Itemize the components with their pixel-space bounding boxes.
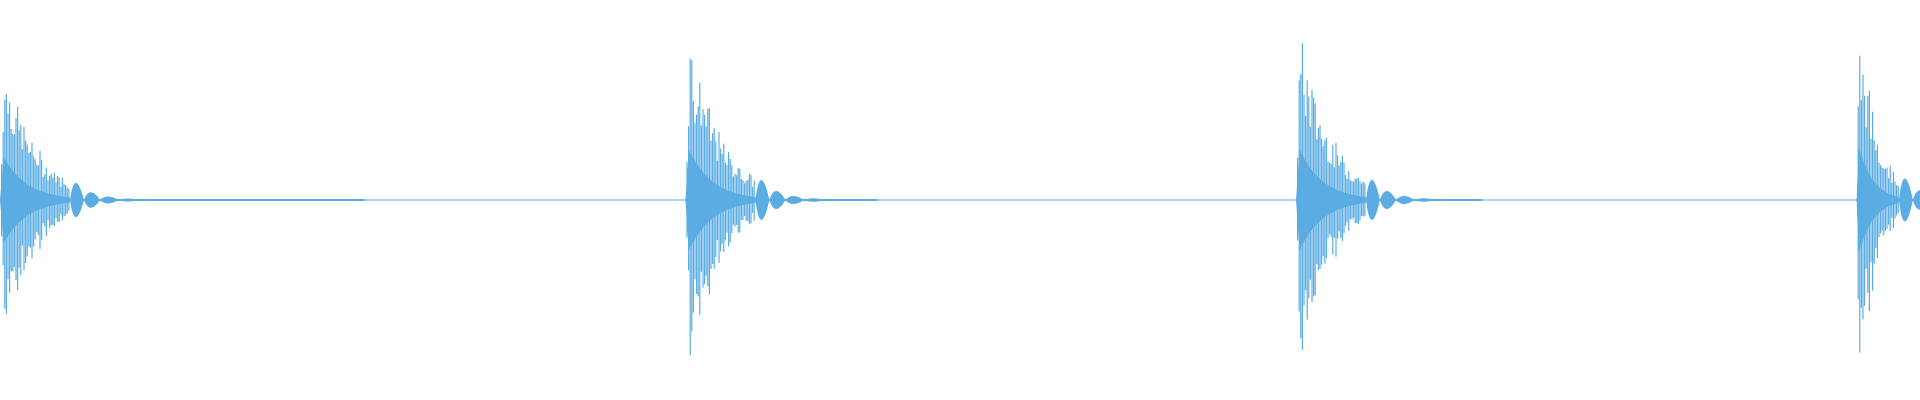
waveform-burst-4 [1856, 55, 1920, 353]
waveform-burst-1 [0, 93, 365, 314]
waveform-bursts [0, 43, 1920, 356]
waveform-burst-3 [1296, 43, 1483, 350]
waveform-burst-2 [685, 58, 878, 356]
